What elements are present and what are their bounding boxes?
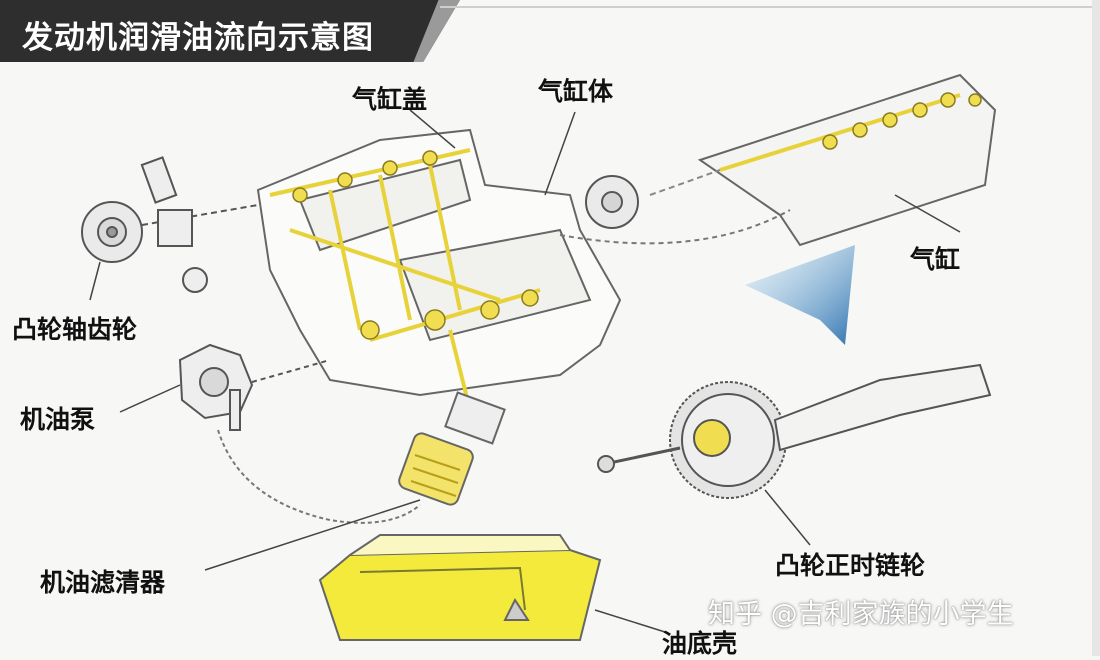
title-banner bbox=[0, 0, 460, 62]
label-oil-filter: 机油滤清器 bbox=[40, 568, 166, 597]
label-cam-timing-sprocket: 凸轮正时链轮 bbox=[775, 551, 926, 580]
direction-arrow-icon bbox=[745, 245, 855, 345]
oil-filter-drawing bbox=[398, 391, 506, 506]
cylinder-gear-drawing bbox=[585, 175, 639, 229]
leader-lines bbox=[89, 109, 961, 633]
label-cylinder: 气缸 bbox=[910, 245, 961, 274]
label-oil-pan: 油底壳 bbox=[662, 629, 738, 658]
label-camshaft-gear: 凸轮轴齿轮 bbox=[12, 315, 138, 344]
right-border bbox=[1092, 0, 1100, 656]
cam-timing-sprocket-drawing bbox=[597, 363, 992, 499]
watermark: 知乎 @吉利家族的小学生 bbox=[708, 599, 1014, 630]
camshaft-gear-drawing bbox=[81, 201, 259, 263]
label-cylinder-block: 气缸体 bbox=[538, 77, 614, 106]
oil-pickup-line bbox=[217, 429, 421, 524]
oil-pump-drawing bbox=[178, 343, 331, 431]
cylinder-valves bbox=[822, 92, 982, 150]
label-oil-pump: 机油泵 bbox=[20, 405, 96, 434]
oil-line-right bbox=[559, 209, 791, 245]
engine-block-drawing bbox=[256, 128, 622, 397]
label-cylinder-head-cover: 气缸盖 bbox=[352, 85, 428, 114]
valve-springs bbox=[292, 150, 539, 340]
oil-pan-drawing bbox=[318, 534, 602, 641]
top-divider bbox=[440, 6, 1100, 8]
page-title: 发动机润滑油流向示意图 bbox=[22, 20, 374, 56]
distributor-parts bbox=[140, 156, 208, 293]
